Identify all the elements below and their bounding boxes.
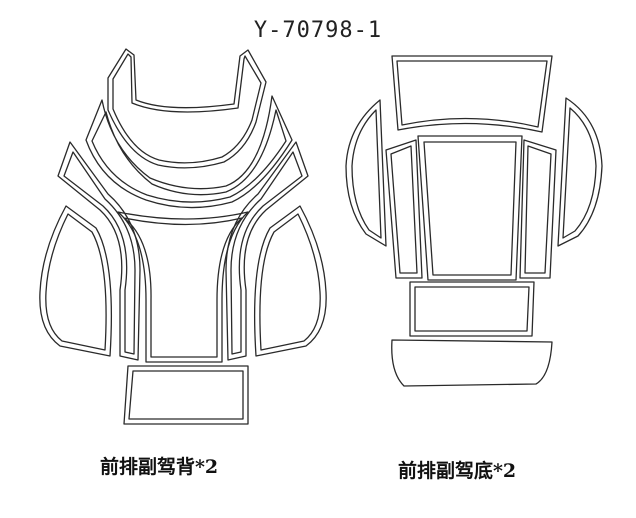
seat-left-wing — [345, 99, 387, 247]
backrest-right-wing — [253, 205, 327, 357]
backrest-headrest-piece — [107, 48, 267, 169]
backrest-pattern — [39, 48, 327, 425]
seat-bottom-caption: 前排副驾底*2 — [398, 460, 517, 482]
backrest-center-panel — [117, 211, 249, 363]
backrest-left-wing — [39, 205, 113, 357]
seat-inner-left-bolster — [385, 139, 423, 279]
seat-right-wing — [557, 97, 603, 247]
seat-center-panel — [417, 135, 523, 281]
seat-bottom-pattern — [345, 55, 603, 387]
seat-inner-right-bolster — [519, 139, 557, 279]
backrest-bottom-panel — [123, 365, 249, 425]
backrest-upper-band — [85, 95, 293, 209]
seat-top-panel — [391, 55, 553, 133]
seat-lower-panel — [409, 281, 535, 337]
seat-front-strip — [391, 339, 553, 387]
backrest-right-bolster — [225, 141, 309, 361]
drawing-code: Y-70798-1 — [253, 18, 383, 43]
backrest-caption: 前排副驾背*2 — [100, 456, 219, 478]
